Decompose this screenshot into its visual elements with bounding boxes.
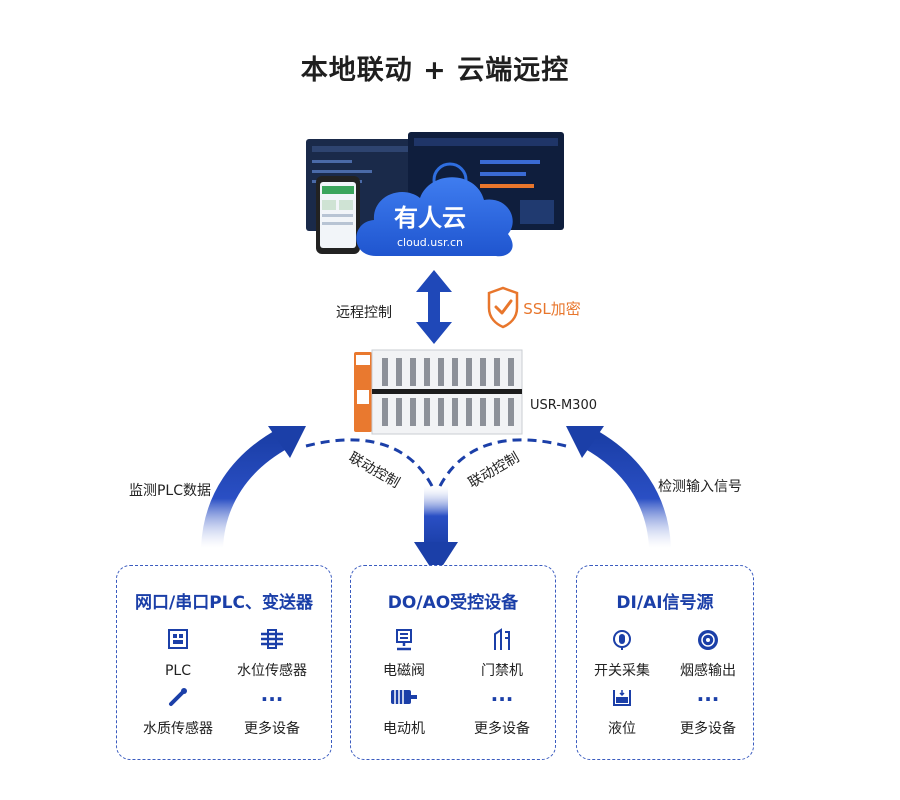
list-item: 门禁机	[447, 628, 557, 680]
remote-control-label: 远程控制	[336, 305, 392, 321]
list-item: PLC	[123, 628, 233, 679]
cloud-name: 有人云	[394, 204, 466, 232]
list-item: 电磁阀	[349, 628, 459, 680]
device-model-label: USR-M300	[530, 398, 597, 413]
detect-input-label: 检测输入信号	[658, 479, 742, 495]
linkage-dashed-left	[305, 438, 436, 491]
ssl-shield-icon	[487, 286, 519, 329]
door-access-icon	[487, 628, 517, 654]
panel-title: 网口/串口PLC、变送器	[135, 593, 313, 613]
switch-icon	[607, 628, 637, 654]
usr-m300-device-illustration	[354, 349, 523, 435]
down-arrow-shaft	[424, 486, 448, 546]
linkage-control-left-label: 联动控制	[346, 450, 402, 492]
motor-icon	[389, 686, 419, 712]
plc-icon	[163, 628, 193, 654]
panel-title: DO/AO受控设备	[387, 593, 519, 613]
more-icon: ···	[696, 687, 720, 711]
do-ao-panel: DO/AO受控设备 电磁阀 门禁机 电动机 ··· 更多设备	[350, 565, 556, 760]
more-icon: ···	[260, 687, 284, 711]
list-item: ··· 更多设备	[680, 687, 736, 737]
down-arrow-icon	[414, 542, 458, 576]
left-curved-arrow-icon	[201, 428, 290, 549]
list-item: ··· 更多设备	[244, 687, 300, 737]
cloud-url: cloud.usr.cn	[397, 236, 463, 249]
bidirectional-arrow-icon	[416, 270, 452, 344]
list-item: 电动机	[349, 686, 459, 738]
list-item: 水位传感器	[217, 628, 327, 680]
cloud-shape	[356, 177, 513, 257]
list-item: 开关采集	[567, 628, 677, 680]
ssl-label: SSL加密	[523, 300, 580, 318]
list-item: 水质传感器	[123, 686, 233, 738]
list-item: ··· 更多设备	[474, 687, 530, 737]
liquid-level-icon	[607, 686, 637, 712]
panel-title: DI/AI信号源	[616, 593, 714, 613]
di-ai-panel: DI/AI信号源 开关采集 烟感输出 液位 ··· 更多设备	[576, 565, 754, 760]
cloud-platform-illustration	[306, 132, 564, 257]
linkage-dashed-right	[436, 438, 567, 491]
monitor-plc-label: 监测PLC数据	[129, 483, 211, 499]
more-icon: ···	[490, 687, 514, 711]
linkage-control-right-label: 联动控制	[466, 450, 522, 492]
smoke-icon	[693, 628, 723, 654]
right-curved-arrow-icon	[582, 428, 671, 549]
page-title: 本地联动 + 云端远控	[300, 55, 570, 86]
water-quality-icon	[163, 686, 193, 712]
valve-icon	[389, 628, 419, 654]
list-item: 烟感输出	[653, 628, 763, 680]
plc-transmitter-panel: 网口/串口PLC、变送器 PLC 水位传感器 水质传感器 ··· 更多设备	[116, 565, 332, 760]
list-item: 液位	[567, 686, 677, 738]
water-level-icon	[257, 628, 287, 654]
